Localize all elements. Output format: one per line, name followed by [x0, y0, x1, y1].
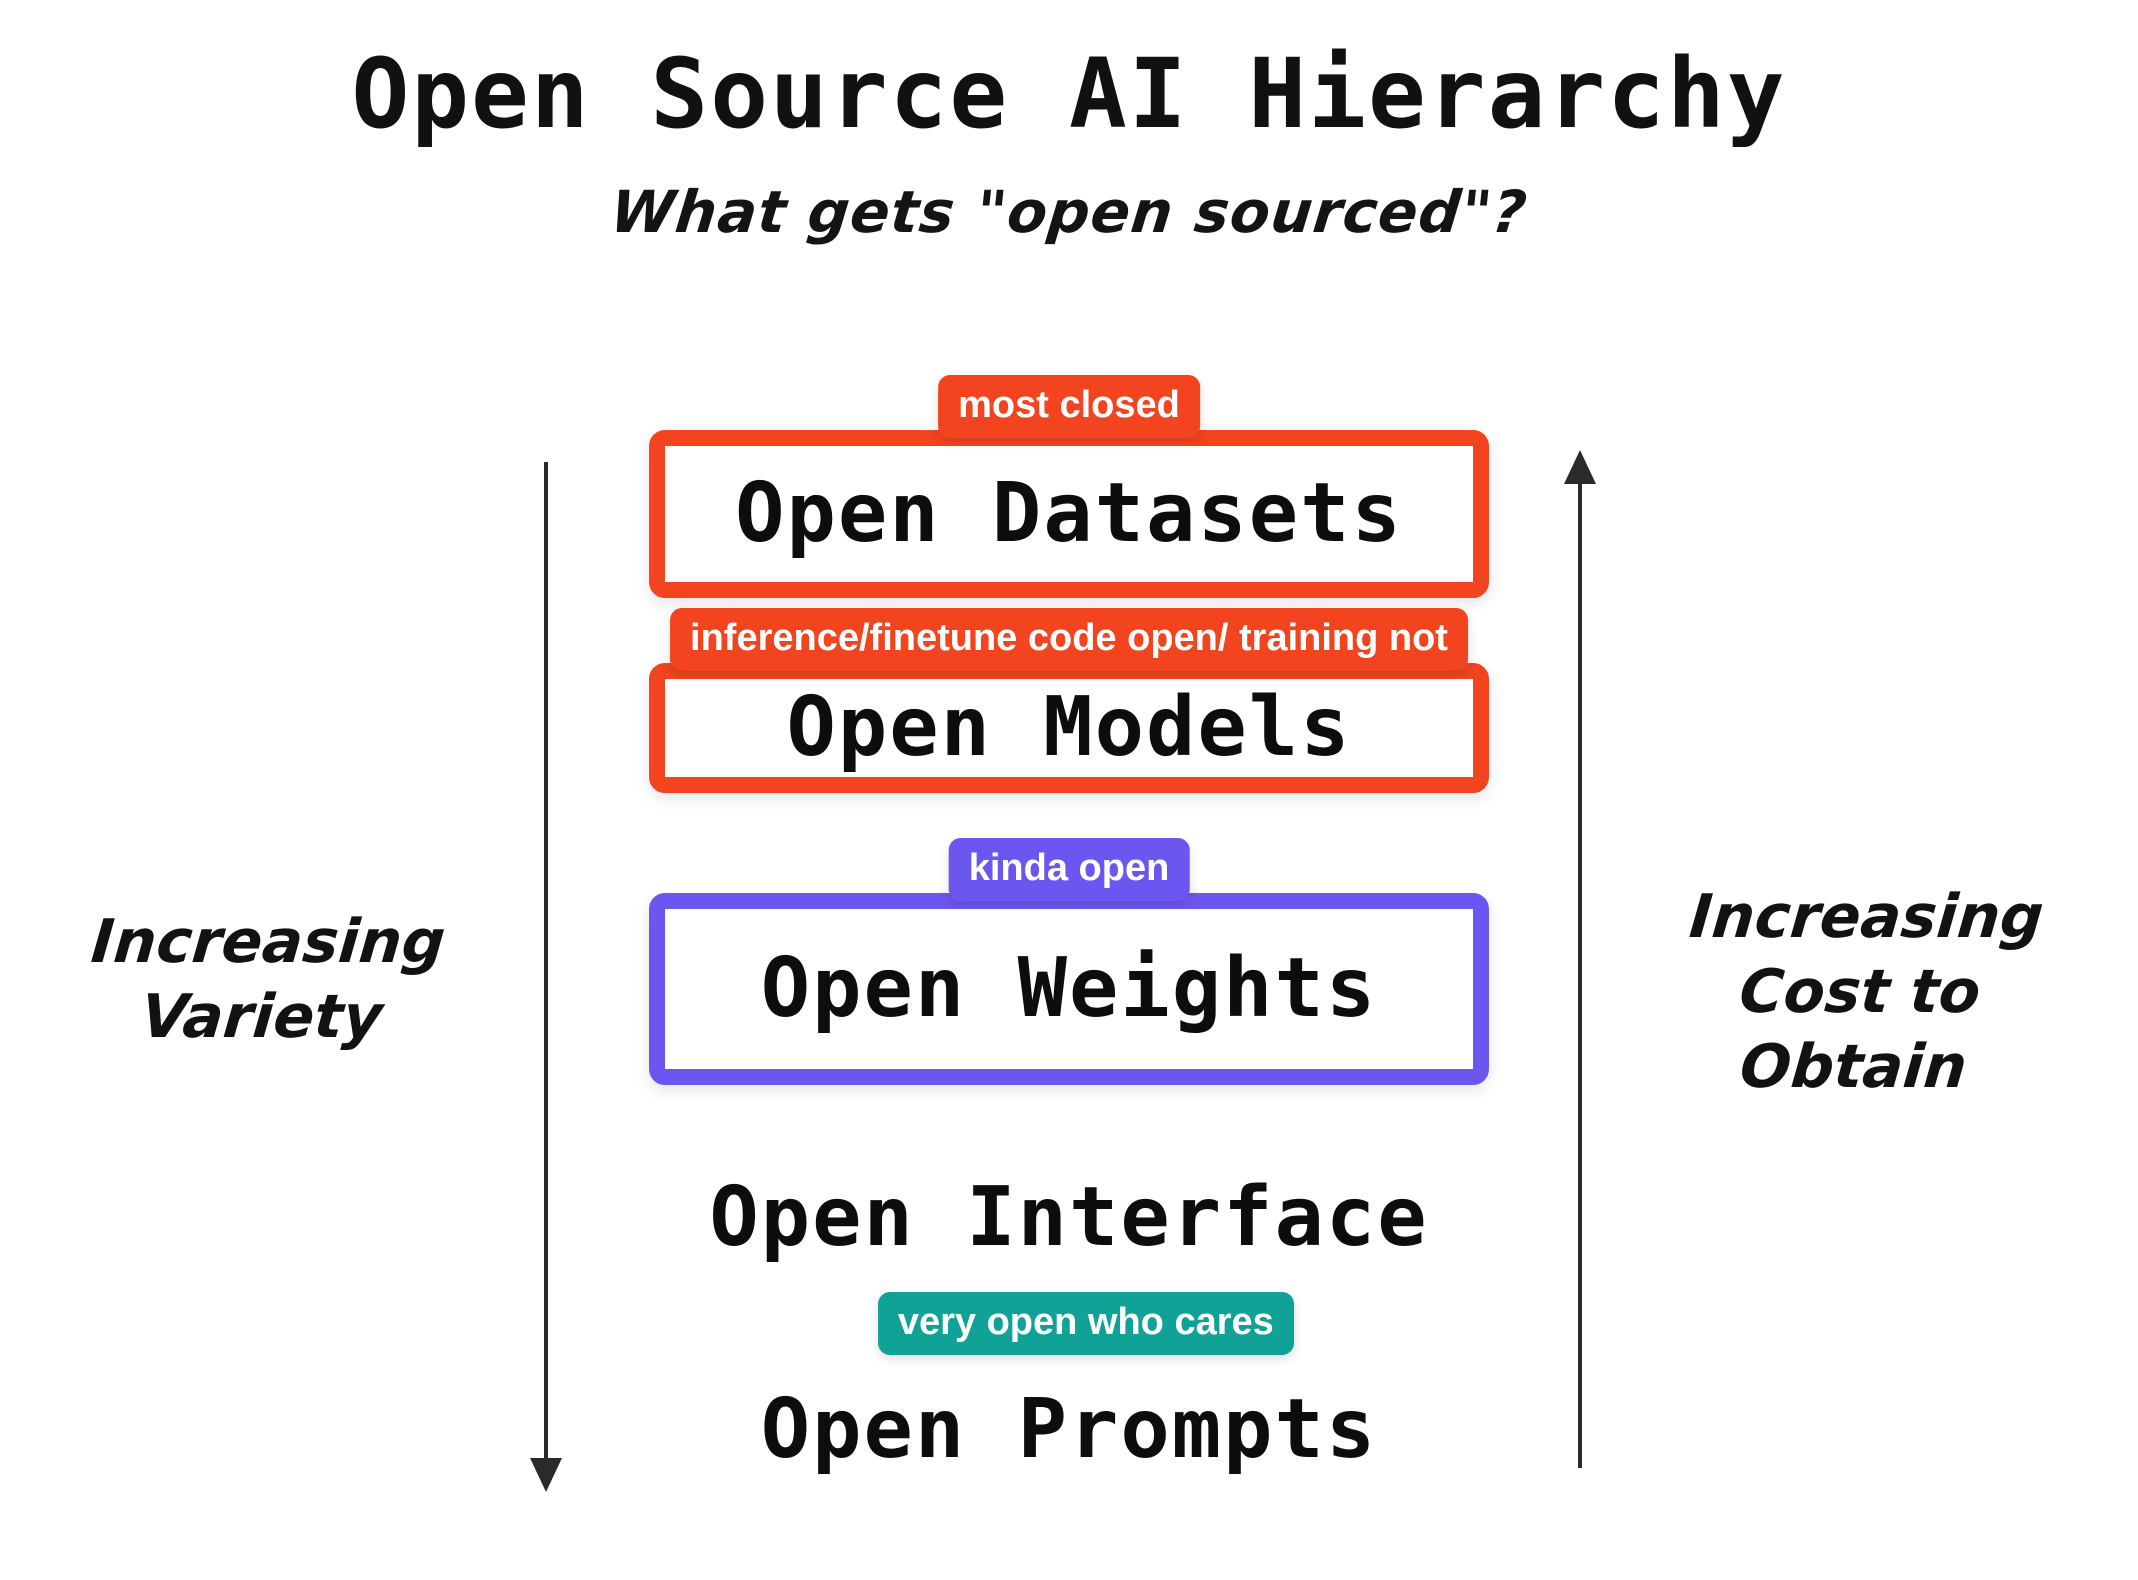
tier-box-open-interface[interactable]: Open Interface [649, 1168, 1489, 1268]
badge-most-closed: most closed [938, 375, 1200, 438]
tier-open-prompts: very open who cares Open Prompts [649, 1292, 1489, 1480]
right-axis-line [1578, 478, 1582, 1468]
right-axis-arrowhead-up [1564, 450, 1596, 484]
right-axis-caption-line2: Cost to [1736, 957, 1984, 1027]
page-subtitle: What gets "open sourced"? [607, 178, 1531, 246]
tier-open-datasets: most closed Open Datasets [649, 375, 1489, 598]
badge-kinda-open: kinda open [948, 838, 1190, 901]
left-axis-line [544, 462, 548, 1472]
tier-label-open-interface: Open Interface [709, 1169, 1429, 1265]
right-axis-caption: Increasing Cost to Obtain [1610, 880, 2110, 1105]
tier-box-open-models[interactable]: Open Models [649, 663, 1489, 793]
tier-label-open-models: Open Models [786, 679, 1352, 775]
right-axis-caption-line3: Obtain [1737, 1032, 1970, 1102]
left-axis-caption-line2: Variety [138, 982, 386, 1052]
tier-label-open-prompts: Open Prompts [760, 1381, 1378, 1477]
tier-box-open-weights[interactable]: Open Weights [649, 893, 1489, 1085]
left-axis-caption: Increasing Variety [33, 905, 496, 1055]
tier-label-open-weights: Open Weights [760, 940, 1378, 1036]
badge-inference-finetune: inference/finetune code open/ training n… [670, 608, 1468, 671]
tier-open-weights: kinda open Open Weights [649, 838, 1489, 1085]
badge-very-open-who-cares: very open who cares [877, 1292, 1294, 1355]
left-axis-arrowhead-down [530, 1458, 562, 1492]
left-axis-caption-line1: Increasing [88, 907, 449, 977]
right-axis-caption-line1: Increasing [1686, 882, 2047, 952]
tier-open-interface: Open Interface [649, 1168, 1489, 1268]
tier-label-open-datasets: Open Datasets [735, 465, 1403, 561]
tier-open-models: inference/finetune code open/ training n… [649, 608, 1489, 793]
tier-box-open-datasets[interactable]: Open Datasets [649, 430, 1489, 598]
page-title: Open Source AI Hierarchy [351, 38, 1787, 150]
tier-box-open-prompts[interactable]: Open Prompts [649, 1380, 1489, 1480]
